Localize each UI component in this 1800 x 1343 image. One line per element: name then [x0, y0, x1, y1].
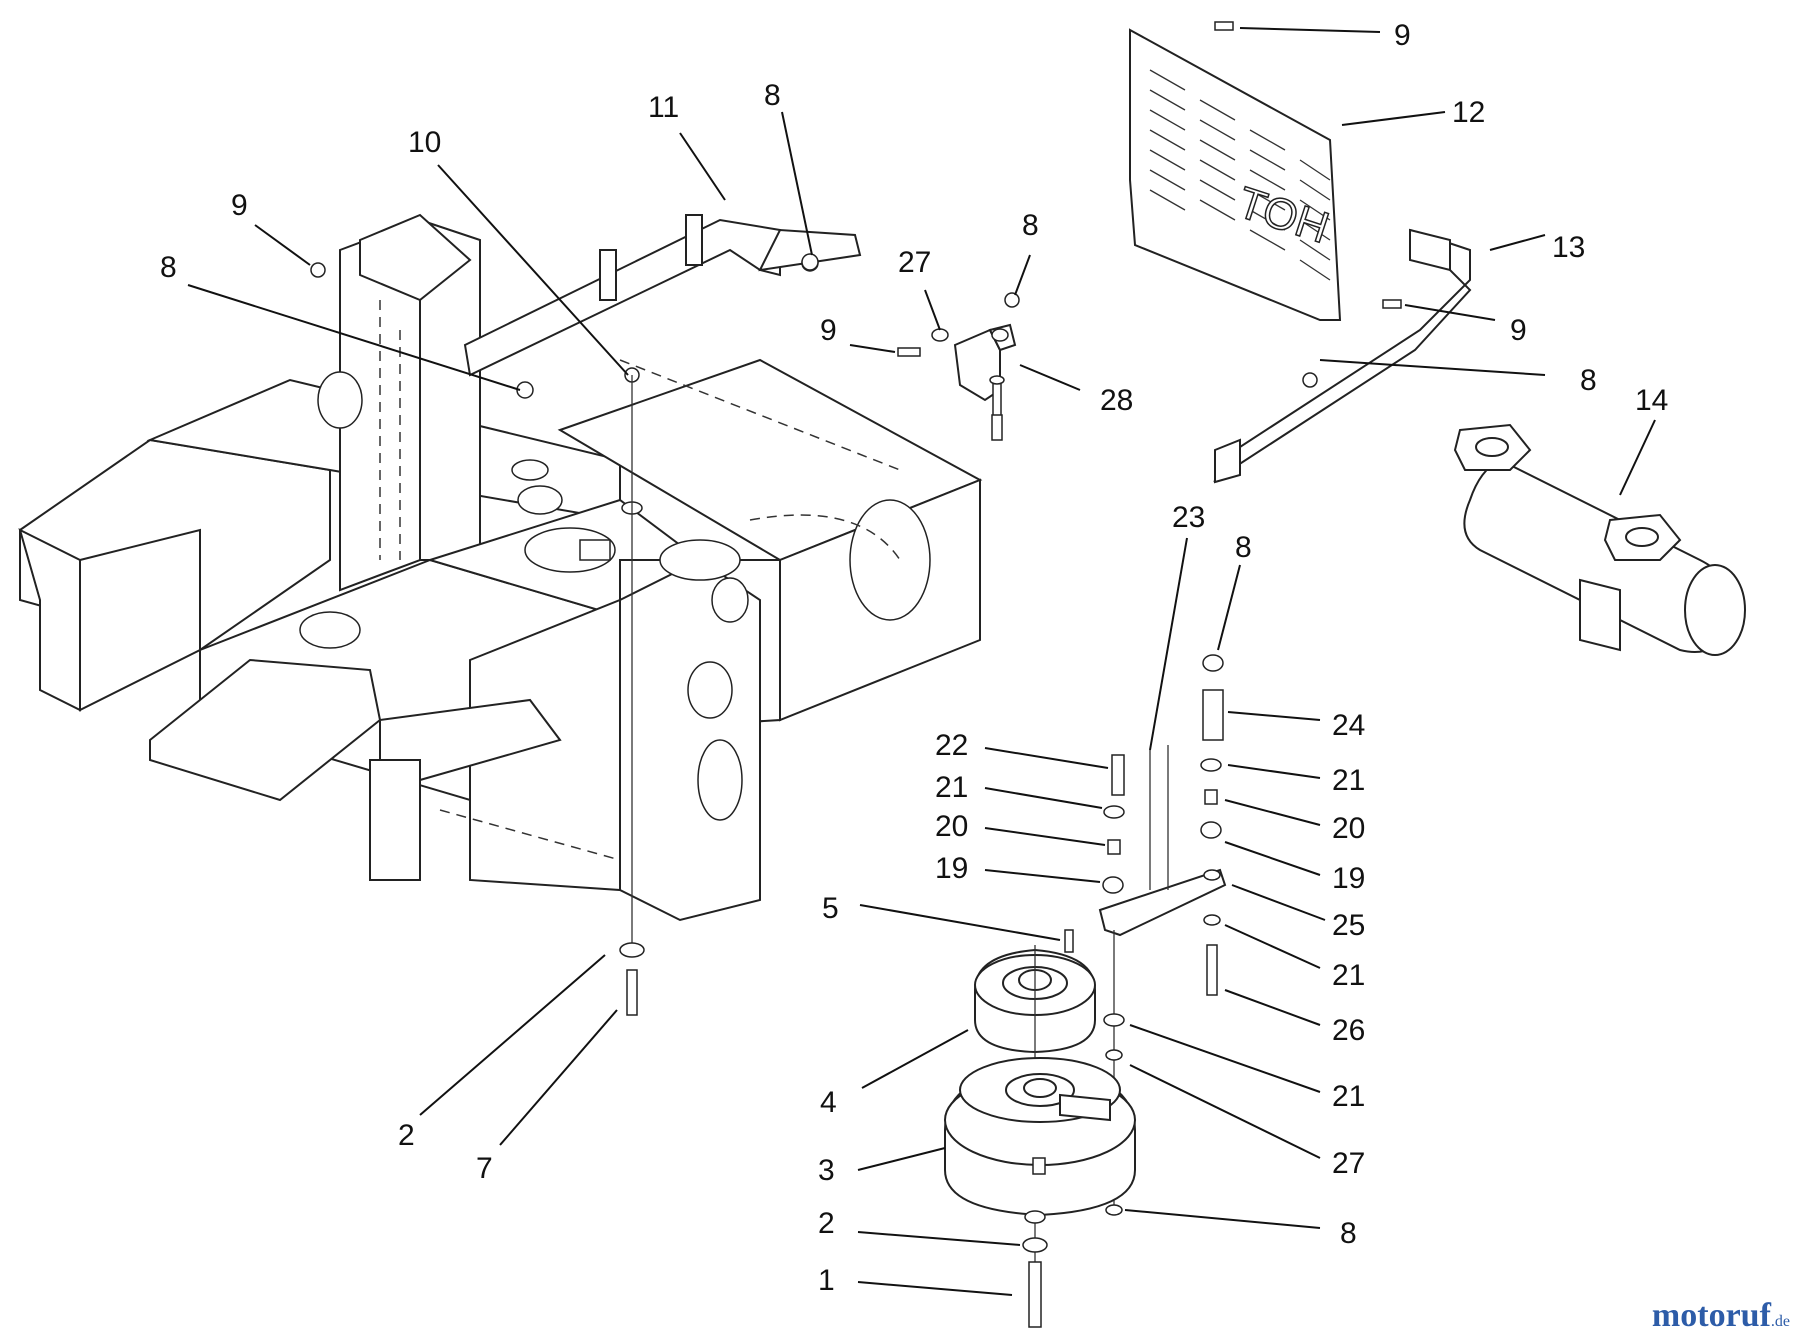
- callout-20-a: 20: [935, 810, 968, 843]
- callout-19-a: 19: [935, 852, 968, 885]
- callout-8-d: 8: [1580, 364, 1597, 397]
- callout-8-f: 8: [1340, 1217, 1357, 1250]
- callout-8-b: 8: [160, 251, 177, 284]
- muffler-bracket-13: [1213, 228, 1472, 484]
- callout-28: 28: [1100, 384, 1133, 417]
- watermark-brand: motoruf: [1651, 1297, 1771, 1334]
- callout-20-b: 20: [1332, 812, 1365, 845]
- callout-9-top: 9: [1394, 19, 1411, 52]
- callout-4: 4: [820, 1086, 837, 1119]
- callout-21-a: 21: [935, 771, 968, 804]
- callout-24: 24: [1332, 709, 1365, 742]
- callout-2-b: 2: [818, 1207, 835, 1240]
- callout-21-b: 21: [1332, 764, 1365, 797]
- callout-12: 12: [1452, 96, 1485, 129]
- callout-7: 7: [476, 1152, 493, 1185]
- callout-11: 11: [648, 91, 679, 124]
- callout-9-b: 9: [231, 189, 248, 222]
- callout-25: 25: [1332, 909, 1365, 942]
- main-frame: [18, 213, 983, 922]
- callout-27-b: 27: [1332, 1147, 1365, 1180]
- callout-3: 3: [818, 1154, 835, 1187]
- rear-brace-bracket-11: [463, 214, 862, 377]
- callout-1: 1: [818, 1264, 835, 1297]
- callout-27-a: 27: [898, 246, 931, 279]
- callout-22: 22: [935, 729, 968, 762]
- callout-21-c: 21: [1332, 959, 1365, 992]
- callout-14: 14: [1635, 384, 1668, 417]
- callout-8-c: 8: [1022, 209, 1039, 242]
- bracket-assembly-28: [897, 323, 1017, 441]
- guard-slots: [1149, 69, 1331, 281]
- callout-13: 13: [1552, 231, 1585, 264]
- watermark: motoruf.de: [1652, 1297, 1790, 1335]
- callout-19-b: 19: [1332, 862, 1365, 895]
- muffler-14: [1453, 423, 1746, 656]
- callout-labels: 9 12 11 8 10 9 8 27 8 9 28 13 9 8 14 23 …: [160, 19, 1668, 1297]
- frame-hardware: [310, 21, 1402, 1016]
- leader-lines: [187, 27, 1656, 1296]
- callout-2-a: 2: [398, 1119, 415, 1152]
- grille-guard-12: TOH: [1129, 28, 1342, 321]
- callout-9-d: 9: [1510, 314, 1527, 347]
- callout-5: 5: [822, 892, 839, 925]
- callout-8-a: 8: [764, 79, 781, 112]
- watermark-tld: .de: [1770, 1313, 1790, 1330]
- callout-8-e: 8: [1235, 531, 1252, 564]
- callout-23: 23: [1172, 501, 1205, 534]
- callout-26: 26: [1332, 1014, 1365, 1047]
- callout-21-d: 21: [1332, 1080, 1365, 1113]
- callout-10: 10: [408, 126, 441, 159]
- idler-assembly: [944, 654, 1227, 1328]
- callout-9-c: 9: [820, 314, 837, 347]
